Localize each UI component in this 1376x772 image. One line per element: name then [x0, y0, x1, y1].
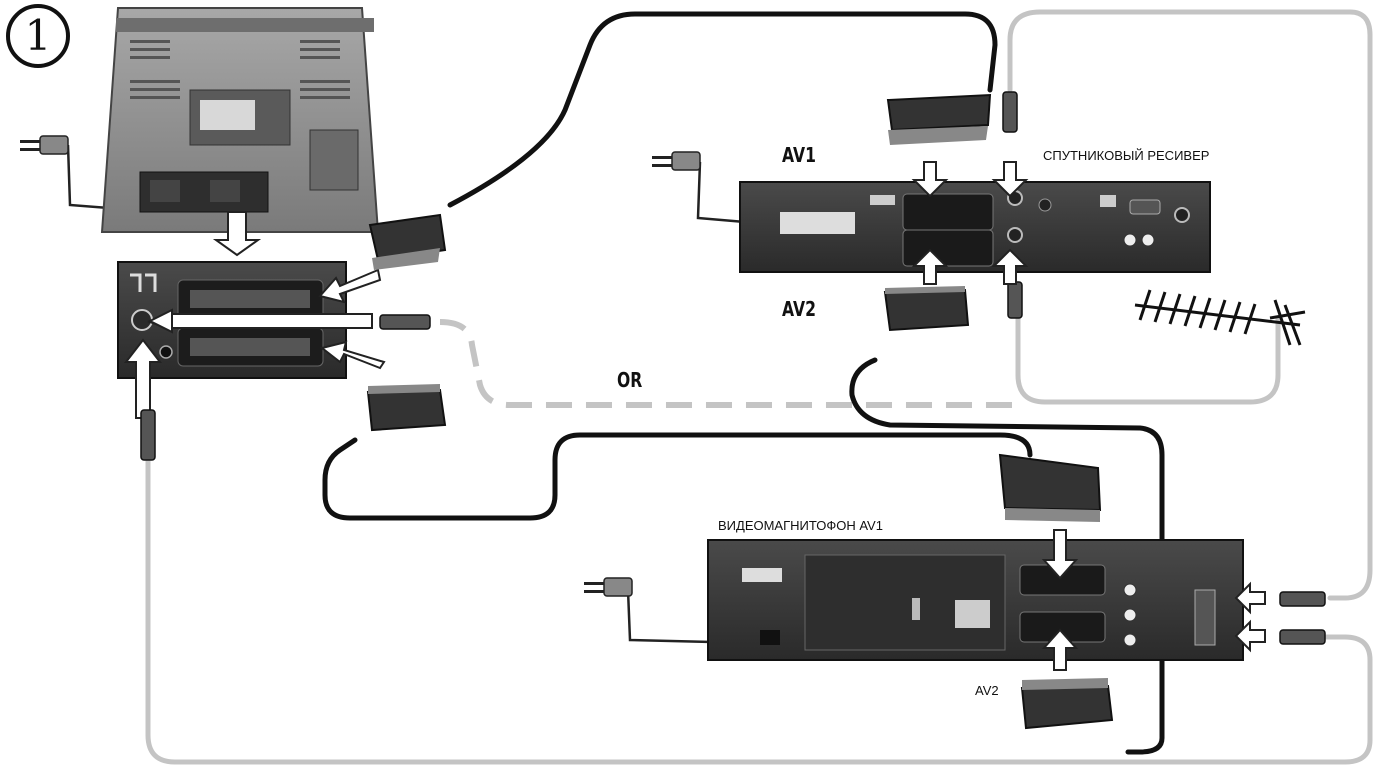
arrows-into-receiver: [911, 161, 1029, 285]
scart-plug: [366, 93, 1114, 730]
power-plug-vcr: [584, 577, 633, 597]
label-av1-receiver: AV1: [782, 143, 816, 167]
label-av2-receiver: AV2: [782, 297, 816, 321]
rf-plug: [140, 91, 1326, 645]
antenna: [1134, 289, 1306, 346]
label-vcr-av2: AV2: [975, 683, 999, 698]
power-plug-tv: [20, 135, 69, 155]
label-or: OR: [617, 368, 643, 392]
rf-cable-antenna-loop: [1007, 9, 1373, 601]
rf-cable-vcr-to-tv: [145, 452, 1373, 765]
step-number-badge: 1: [6, 4, 70, 68]
tv-back-panel: [100, 7, 380, 233]
rf-cable-or-dashed: [439, 319, 1020, 408]
arrows-into-tv-panel: [123, 268, 386, 419]
label-vcr-av1: ВИДЕОМАГНИТОФОН AV1: [718, 518, 883, 533]
vcr: [707, 539, 1244, 661]
power-plug-receiver: [652, 151, 701, 171]
arrow-tv-to-panel: [212, 211, 262, 257]
label-satellite-receiver: СПУТНИКОВЫЙ РЕСИВЕР: [1043, 148, 1210, 163]
scart-cable-black: [322, 11, 1165, 755]
step-number: 1: [24, 11, 52, 60]
satellite-receiver: [739, 181, 1211, 273]
arrows-into-vcr: [1041, 529, 1266, 671]
